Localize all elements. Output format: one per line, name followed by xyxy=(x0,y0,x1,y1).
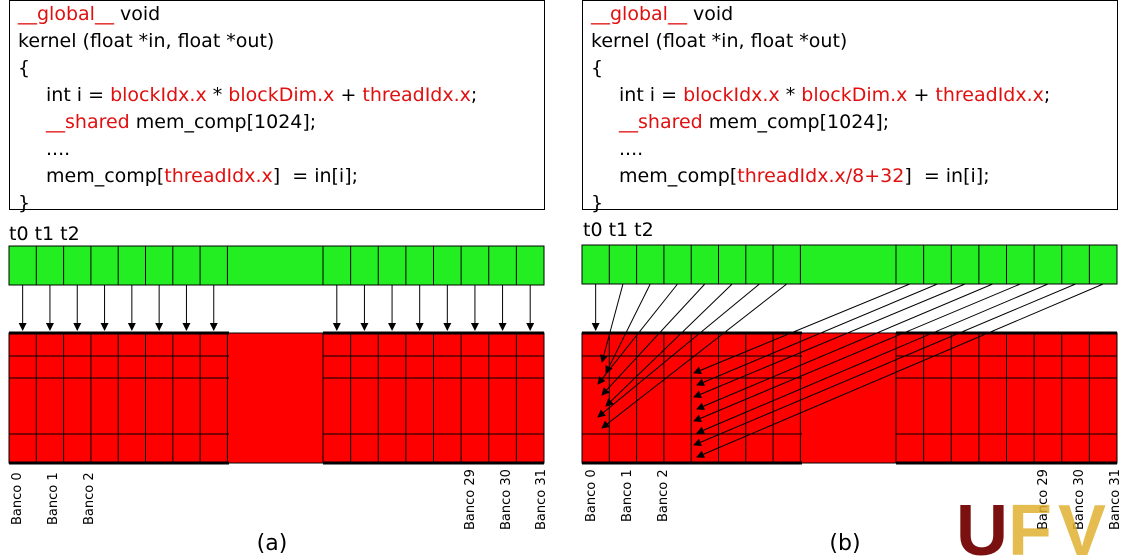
bank-label: Banco 31 xyxy=(1108,469,1123,530)
panel-b xyxy=(581,244,1118,465)
logo-letter: U xyxy=(956,491,1008,560)
access-arrow xyxy=(693,283,1021,422)
code-line: mem_comp[threadIdx.x/8+32] = in[i]; xyxy=(619,165,990,187)
code-line: kernel (float *in, float *out) xyxy=(18,30,275,52)
access-arrow xyxy=(693,283,966,398)
bank-label: Banco 2 xyxy=(82,472,97,525)
access-arrow xyxy=(601,283,706,396)
code-line: } xyxy=(18,192,31,214)
shared-memory-banks xyxy=(581,332,1118,464)
access-arrow xyxy=(597,283,760,418)
code-line: kernel (float *in, float *out) xyxy=(591,30,848,52)
thread-labels-b: t0 t1 t2 xyxy=(583,219,654,241)
code-line: __global__ void xyxy=(591,3,734,25)
caption-a: (a) xyxy=(257,531,288,556)
code-box-a: __global__ void kernel (float *in, float… xyxy=(9,0,545,214)
bank-label: Banco 1 xyxy=(46,472,61,525)
code-line: int i = blockIdx.x * blockDim.x + thread… xyxy=(619,84,1051,106)
bank-label: Banco 30 xyxy=(1072,469,1087,530)
code-line: __shared mem_comp[1024]; xyxy=(46,111,317,133)
bank-label: Banco 29 xyxy=(1036,469,1051,530)
access-arrow xyxy=(601,283,788,429)
logo-letter: V xyxy=(1058,491,1106,560)
code-line: int i = blockIdx.x * blockDim.x + thread… xyxy=(46,84,478,106)
access-arrow xyxy=(696,283,938,386)
access-arrow xyxy=(605,283,733,407)
bank-label: Banco 2 xyxy=(656,469,671,522)
access-arrow xyxy=(696,283,993,410)
access-arrow xyxy=(599,283,624,363)
bank-label: Banco 29 xyxy=(463,469,478,530)
bank-label: Banco 0 xyxy=(10,472,25,525)
ufv-logo: U F V xyxy=(956,491,1106,560)
code-line: __shared mem_comp[1024]; xyxy=(619,111,890,133)
access-arrow xyxy=(693,283,911,375)
access-arrow xyxy=(597,283,678,385)
caption-b: (b) xyxy=(829,531,860,556)
code-line: { xyxy=(18,57,31,79)
access-arrow xyxy=(696,283,1104,458)
bank-label: Banco 1 xyxy=(620,469,635,522)
logo-letter: F xyxy=(1008,491,1052,560)
thread-array xyxy=(8,245,545,286)
access-arrow xyxy=(696,283,1049,434)
access-arrow xyxy=(605,283,651,374)
thread-array xyxy=(581,244,1118,285)
code-line: .... xyxy=(619,138,644,160)
code-line: { xyxy=(591,57,604,79)
bank-label: Banco 31 xyxy=(534,469,549,530)
code-line: __global__ void xyxy=(18,3,161,25)
bank-label: Banco 30 xyxy=(499,469,514,530)
code-line: } xyxy=(591,192,604,214)
shared-memory-banks xyxy=(8,332,545,464)
access-arrow xyxy=(693,283,1076,446)
bank-label: Banco 0 xyxy=(584,469,599,522)
code-line: .... xyxy=(46,138,71,160)
thread-labels-a: t0 t1 t2 xyxy=(9,223,80,245)
code-box-b: __global__ void kernel (float *in, float… xyxy=(582,0,1118,214)
panel-a xyxy=(8,245,545,465)
code-line: mem_comp[threadIdx.x] = in[i]; xyxy=(46,165,359,187)
